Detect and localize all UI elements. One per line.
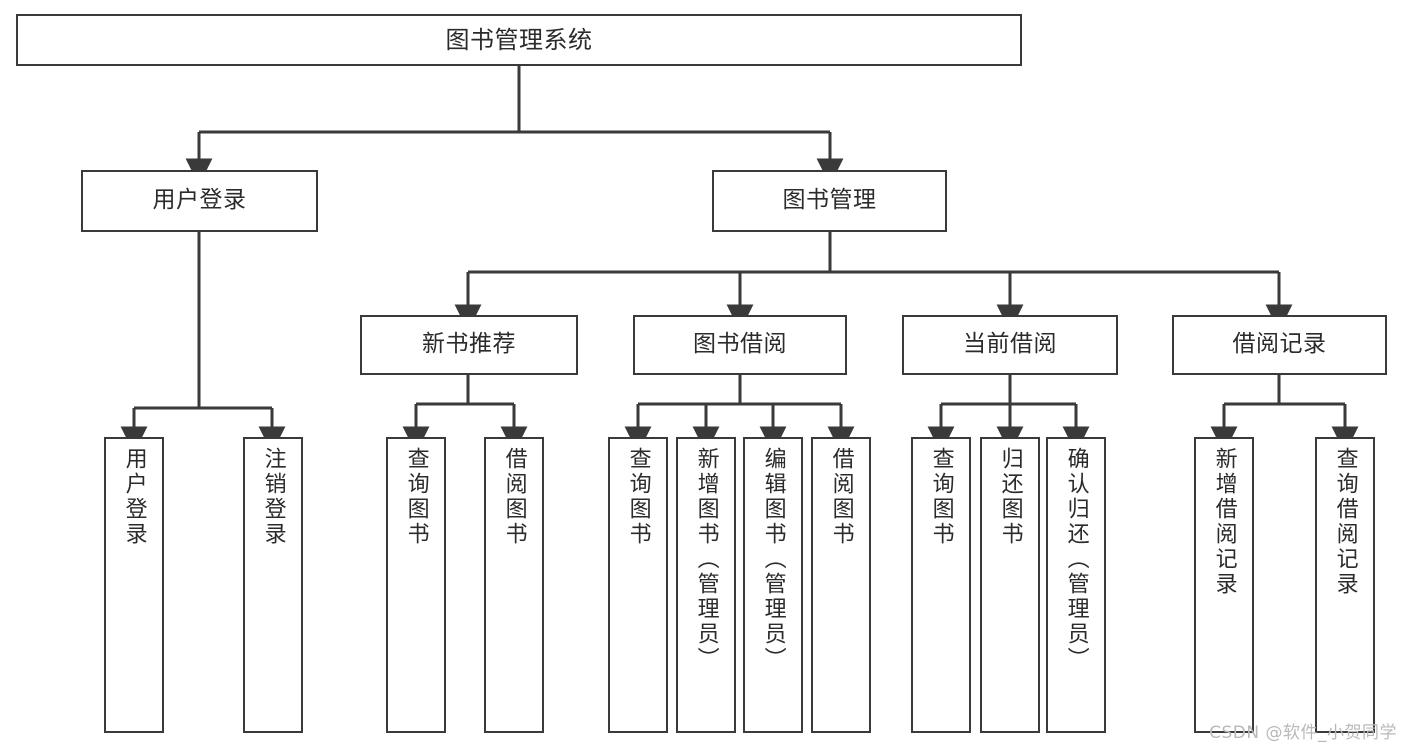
leaf-add-book[interactable]: 新增图书（管理员） bbox=[676, 437, 736, 733]
node-label: 归还图书 bbox=[997, 447, 1023, 547]
leaf-edit-book[interactable]: 编辑图书（管理员） bbox=[743, 437, 803, 733]
watermark-text: CSDN @软件_小贺同学 bbox=[1209, 723, 1397, 743]
node-label: 当前借阅 bbox=[963, 331, 1057, 358]
leaf-query-book-2[interactable]: 查询图书 bbox=[608, 437, 668, 733]
node-root-system[interactable]: 图书管理系统 bbox=[16, 14, 1022, 66]
node-label: 借阅图书 bbox=[501, 447, 527, 547]
leaf-logout[interactable]: 注销登录 bbox=[243, 437, 303, 733]
leaf-query-book-1[interactable]: 查询图书 bbox=[386, 437, 446, 733]
node-label: 查询图书 bbox=[928, 447, 954, 547]
leaf-borrow-book-2[interactable]: 借阅图书 bbox=[811, 437, 871, 733]
node-label: 借阅记录 bbox=[1232, 331, 1327, 358]
node-label: 借阅图书 bbox=[828, 447, 854, 547]
leaf-borrow-book-1[interactable]: 借阅图书 bbox=[484, 437, 544, 733]
node-borrow-record[interactable]: 借阅记录 bbox=[1172, 315, 1387, 375]
leaf-user-login[interactable]: 用户登录 bbox=[104, 437, 164, 733]
leaf-return-book[interactable]: 归还图书 bbox=[980, 437, 1040, 733]
node-label: 编辑图书（管理员） bbox=[760, 447, 786, 672]
node-new-book-recommend[interactable]: 新书推荐 bbox=[360, 315, 578, 375]
leaf-add-record[interactable]: 新增借阅记录 bbox=[1194, 437, 1254, 733]
node-user-login[interactable]: 用户登录 bbox=[81, 170, 318, 232]
node-label: 新增借阅记录 bbox=[1211, 447, 1237, 597]
leaf-query-record[interactable]: 查询借阅记录 bbox=[1315, 437, 1375, 733]
node-label: 用户登录 bbox=[152, 187, 247, 214]
node-book-manage[interactable]: 图书管理 bbox=[712, 170, 947, 232]
node-label: 查询图书 bbox=[625, 447, 651, 547]
node-book-borrow[interactable]: 图书借阅 bbox=[633, 315, 847, 375]
node-label: 确认归还（管理员） bbox=[1063, 447, 1089, 672]
node-label: 图书借阅 bbox=[693, 331, 787, 358]
leaf-query-book-3[interactable]: 查询图书 bbox=[911, 437, 971, 733]
node-label: 新书推荐 bbox=[422, 331, 516, 358]
node-label: 查询借阅记录 bbox=[1332, 447, 1358, 597]
node-label: 新增图书（管理员） bbox=[693, 447, 719, 672]
leaf-confirm-return[interactable]: 确认归还（管理员） bbox=[1046, 437, 1106, 733]
node-label: 注销登录 bbox=[260, 447, 286, 547]
node-label: 图书管理系统 bbox=[445, 25, 593, 54]
node-label: 用户登录 bbox=[121, 447, 147, 547]
node-label: 图书管理 bbox=[782, 187, 877, 214]
node-current-borrow[interactable]: 当前借阅 bbox=[902, 315, 1118, 375]
node-label: 查询图书 bbox=[403, 447, 429, 547]
